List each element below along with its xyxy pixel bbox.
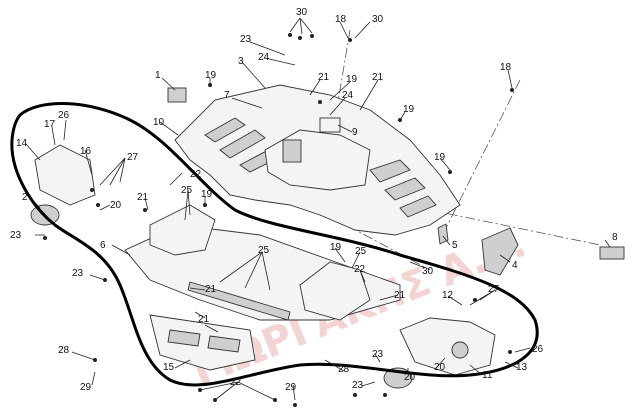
- callout-label: 26: [58, 110, 70, 121]
- callout-label: 8: [612, 232, 618, 243]
- callout-label: 22: [230, 377, 242, 388]
- callout-label: 30: [372, 14, 384, 25]
- callout-label: 11: [482, 370, 493, 381]
- callout-label: 20: [434, 362, 446, 373]
- callout-label: 19: [330, 242, 342, 253]
- callout-label: 2: [22, 192, 28, 203]
- fender-slot: [399, 195, 437, 218]
- battery-box: [282, 139, 302, 163]
- callout-label: 19: [346, 74, 358, 85]
- callout-label: 29: [285, 382, 297, 393]
- callout-label: 25: [355, 246, 367, 257]
- callout-label: 22: [190, 169, 202, 180]
- left-mount-bracket: [149, 204, 216, 256]
- callout-label: 5: [452, 240, 458, 251]
- callout-label: 22: [354, 264, 366, 275]
- callout-label: 12: [442, 290, 454, 301]
- callout-label: 30: [296, 7, 308, 18]
- callout-label: 19: [403, 104, 415, 115]
- axis-line: [429, 209, 601, 246]
- right-headlight-housing: [399, 317, 496, 376]
- axis-line: [439, 79, 521, 241]
- callout-label: 15: [163, 362, 175, 373]
- callout-label: 25: [181, 185, 193, 196]
- callout-label: 24: [258, 52, 270, 63]
- callout-label: 23: [372, 349, 384, 360]
- callout-label: 19: [434, 152, 446, 163]
- panel-slot: [167, 329, 201, 347]
- callout-label: 13: [516, 362, 528, 373]
- callout-label: 14: [16, 138, 28, 149]
- axis-line: [329, 29, 351, 151]
- callout-label: 18: [335, 14, 347, 25]
- callout-label: 23: [10, 230, 22, 241]
- callout-label: 19: [201, 189, 213, 200]
- callout-label: 29: [80, 382, 92, 393]
- mud-flap: [481, 227, 519, 276]
- leader-lines: [24, 17, 611, 401]
- callout-label: 30: [422, 266, 434, 277]
- callout-label: 21: [205, 284, 217, 295]
- callout-label: 17: [44, 119, 56, 130]
- headlight-bulb: [451, 341, 469, 359]
- fender-slot: [369, 159, 411, 183]
- fender-slot: [219, 129, 266, 159]
- callout-label: 24: [342, 90, 354, 101]
- callout-label: 28: [338, 364, 350, 375]
- assembly-outline: [10, 102, 539, 387]
- callout-label: 21: [318, 72, 330, 83]
- callout-label: 9: [352, 127, 358, 138]
- callout-label: 16: [80, 146, 92, 157]
- reflector-plate: [599, 246, 625, 260]
- callout-label: 21: [137, 192, 149, 203]
- callout-label: 21: [394, 290, 406, 301]
- callout-label: 10: [153, 117, 165, 128]
- right-mount-bracket: [299, 261, 371, 321]
- callout-label: 27: [127, 152, 139, 163]
- callout-label: 3: [238, 56, 244, 67]
- lower-panel: [149, 314, 256, 371]
- fender-slot: [204, 117, 246, 143]
- callout-label: 4: [512, 260, 518, 271]
- left-headlight-housing: [34, 144, 96, 206]
- panel-slot: [207, 335, 241, 353]
- callout-label: 26: [532, 344, 544, 355]
- bracket: [319, 117, 341, 133]
- callout-label: 23: [352, 380, 364, 391]
- callout-label: 25: [258, 245, 270, 256]
- callout-labels: 30 18 30 23 24 3 21 1 19 19 21 7 24 10 9…: [10, 7, 618, 393]
- callout-label: 28: [58, 345, 70, 356]
- callout-label: 20: [404, 372, 416, 383]
- callout-label: 21: [372, 72, 384, 83]
- callout-label: 19: [205, 70, 217, 81]
- callout-label: 20: [110, 200, 122, 211]
- fender-slot: [384, 177, 426, 201]
- callout-label: 1: [155, 70, 161, 81]
- callout-label: 23: [72, 268, 84, 279]
- callout-label: 18: [500, 62, 512, 73]
- callout-label: 6: [100, 240, 106, 251]
- callout-label: 27: [488, 284, 500, 295]
- callout-label: 7: [224, 90, 230, 101]
- callout-label: 23: [240, 34, 252, 45]
- clip-part: [167, 87, 187, 103]
- callout-label: 21: [198, 314, 210, 325]
- grille: [187, 281, 291, 321]
